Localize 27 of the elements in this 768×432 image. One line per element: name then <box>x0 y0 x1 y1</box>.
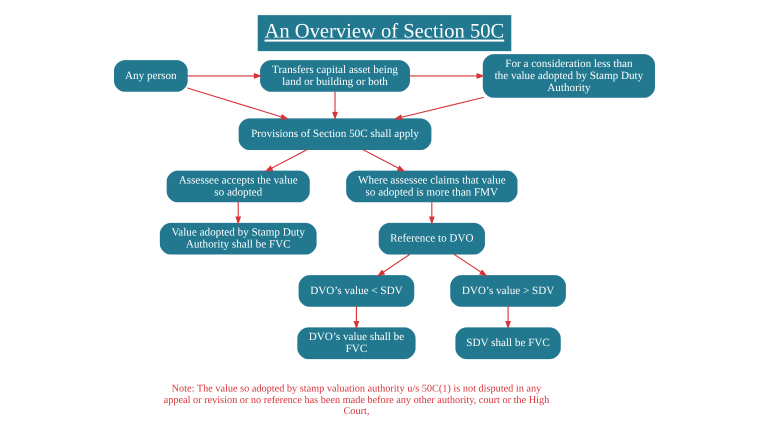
arrow <box>264 149 307 172</box>
arrow <box>362 149 405 172</box>
arrow <box>332 92 338 120</box>
node-box: DVO’s value > SDV <box>450 275 566 307</box>
label: Note: The value so adopted by stamp valuation authority u/s 50C(1) is not disputed in any appeal or revision or no reference has been made before any other authority, court or the High Court, <box>163 384 549 417</box>
node-box: Any person <box>114 60 188 92</box>
node-box: Where assessee claims that value so adopted is more than FMV <box>346 170 517 202</box>
arrow <box>393 96 484 120</box>
node-box: For a consideration less than the value adopted by Stamp Duty Authority <box>482 54 654 98</box>
node-box: SDV shall be FVC <box>454 327 560 360</box>
arrow <box>453 254 487 276</box>
arrow <box>376 254 410 276</box>
node-box: DVO’s value shall be FVC <box>296 327 416 360</box>
diagram-title: An Overview of Section 50C <box>264 20 504 43</box>
arrow <box>186 88 288 120</box>
node-box: Value adopted by Stamp Duty Authority shall be FVC <box>159 222 316 255</box>
node-box: Provisions of Section 50C shall apply <box>238 118 431 150</box>
node-box: Reference to DVO <box>378 222 484 255</box>
arrow <box>353 306 359 330</box>
arrow <box>187 73 262 79</box>
node-box: DVO’s value < SDV <box>298 275 414 307</box>
arrow <box>409 73 484 79</box>
arrow <box>428 202 434 225</box>
arrow <box>234 202 241 225</box>
arrow <box>504 306 510 330</box>
node-box: Assessee accepts the value so adopted <box>166 170 310 202</box>
node-box: Transfers capital asset being land or building or both <box>260 60 410 92</box>
